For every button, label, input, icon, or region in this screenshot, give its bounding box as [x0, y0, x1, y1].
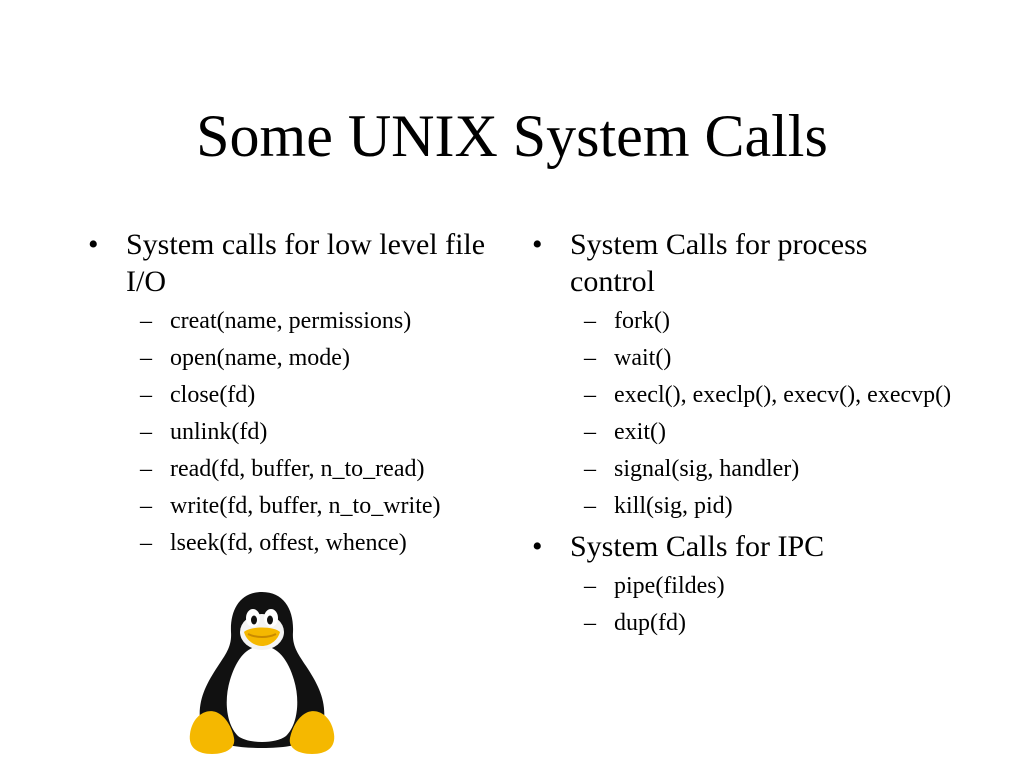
- slide-title: Some UNIX System Calls: [196, 103, 828, 169]
- right-column: • System Calls for process control –fork…: [532, 226, 952, 645]
- bullet-mark: •: [88, 228, 99, 261]
- file-io-list: –creat(name, permissions) –open(name, mo…: [88, 306, 508, 558]
- list-item: –dup(fd): [584, 610, 686, 636]
- list-item: –pipe(fildes): [584, 573, 725, 599]
- list-item: –fork(): [584, 308, 670, 334]
- list-item: –kill(sig, pid): [584, 493, 733, 519]
- list-item: –exit(): [584, 419, 666, 445]
- bullet-mark: •: [532, 530, 543, 563]
- bullet-ipc: • System Calls for IPC: [532, 528, 952, 565]
- list-item: –open(name, mode): [140, 345, 350, 371]
- list-item: –read(fd, buffer, n_to_read): [140, 456, 425, 482]
- list-item: –execl(), execlp(), execv(), execvp(): [584, 382, 952, 408]
- list-item: –creat(name, permissions): [140, 308, 412, 334]
- list-item: –wait(): [584, 345, 672, 371]
- ipc-list: –pipe(fildes) –dup(fd): [532, 571, 952, 638]
- process-control-list: –fork() –wait() –execl(), execlp(), exec…: [532, 306, 952, 521]
- bullet-process-control: • System Calls for process control: [532, 226, 952, 300]
- list-item: –unlink(fd): [140, 419, 268, 445]
- list-item: –signal(sig, handler): [584, 456, 800, 482]
- bullet-mark: •: [532, 228, 543, 261]
- bullet-text: System Calls for IPC: [570, 530, 825, 563]
- list-item: –write(fd, buffer, n_to_write): [140, 493, 441, 519]
- bullet-text: System Calls for process control: [570, 228, 868, 298]
- list-item: –lseek(fd, offest, whence): [140, 530, 407, 556]
- left-column: • System calls for low level file I/O –c…: [88, 226, 508, 565]
- list-item: –close(fd): [140, 382, 256, 408]
- bullet-text: System calls for low level file I/O: [126, 228, 486, 298]
- tux-penguin-icon: [189, 592, 335, 754]
- bullet-file-io: • System calls for low level file I/O: [88, 226, 508, 300]
